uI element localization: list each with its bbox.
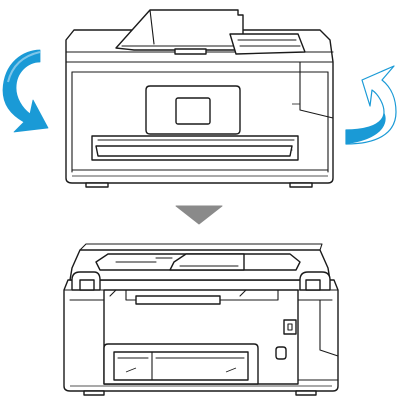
down-triangle-icon: [175, 205, 223, 225]
foot-right: [289, 182, 313, 188]
curved-rotate-arrow-icon: [345, 65, 397, 145]
rear-tray: [113, 351, 249, 381]
usb-port: [275, 346, 287, 360]
adf-output-tray: [229, 33, 306, 55]
foot-left-rear: [83, 390, 105, 396]
document-feeder-tray: [115, 9, 244, 51]
power-port: [283, 319, 297, 335]
curved-rotate-arrow-icon: [2, 49, 49, 133]
display-screen: [175, 97, 211, 125]
foot-left: [85, 182, 109, 188]
foot-right-rear: [295, 390, 317, 396]
output-tray: [95, 145, 293, 157]
printer-front-view: [65, 9, 334, 188]
feeder-grip: [174, 48, 207, 55]
printer-rear-view: [63, 243, 339, 396]
rear-cover-latch: [135, 295, 221, 305]
